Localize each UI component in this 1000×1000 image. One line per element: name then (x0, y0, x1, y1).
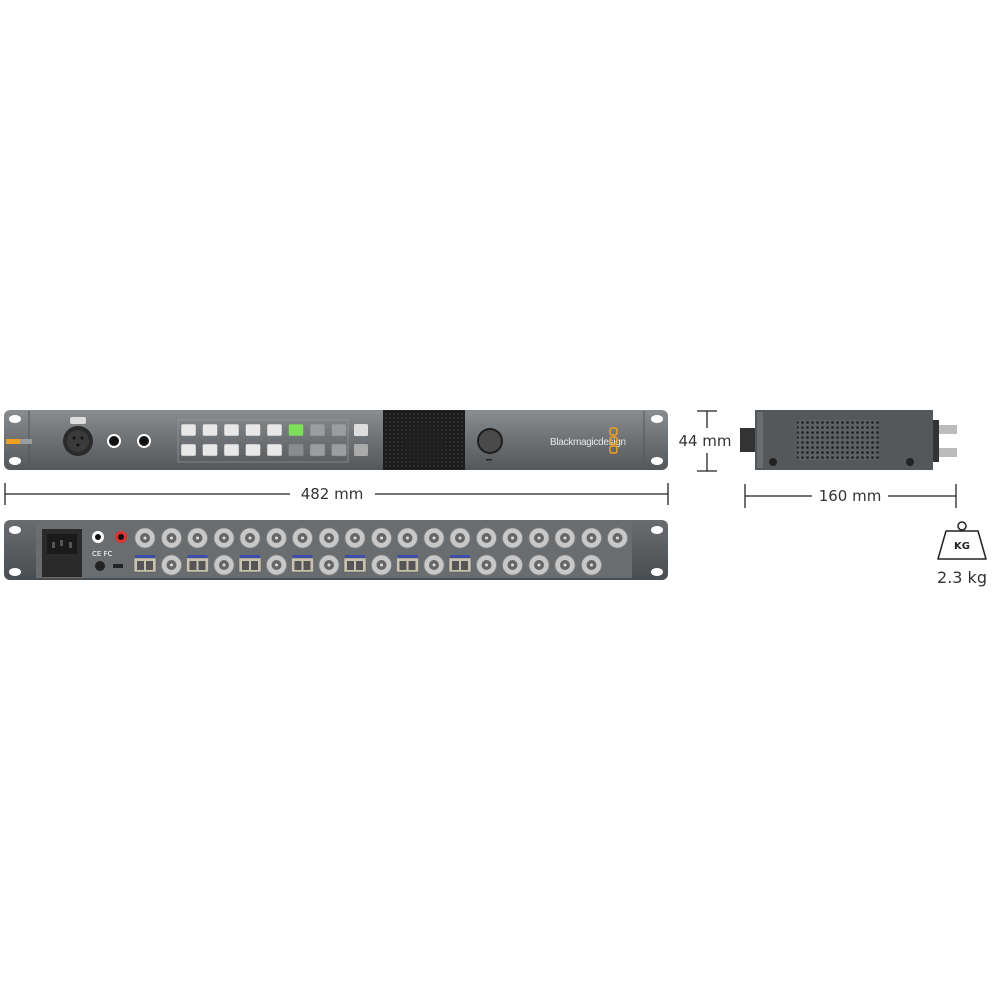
power-inlet (42, 529, 82, 577)
sfp-fiber-port (448, 555, 472, 573)
svg-text:CE FC: CE FC (92, 550, 113, 558)
panel-button[interactable] (288, 443, 304, 457)
width-label: 482 mm (301, 485, 364, 503)
panel-button[interactable] (354, 424, 368, 436)
width-dimension (4, 483, 669, 505)
rca-audio-out (92, 531, 104, 543)
sfp-fiber-port (238, 555, 262, 573)
weight-icon (937, 521, 987, 560)
bnc-connector (161, 554, 182, 576)
bnc-connector (554, 554, 576, 576)
side-view (740, 410, 957, 470)
sfp-fiber-port (396, 555, 419, 573)
sfp-fiber-port (186, 555, 209, 573)
panel-button[interactable] (331, 443, 347, 457)
bnc-connector (528, 554, 550, 576)
bnc-connector (581, 554, 602, 576)
model-label (6, 439, 20, 444)
bnc-connector (476, 554, 497, 576)
bnc-connector (423, 527, 445, 549)
xlr-input (63, 417, 93, 456)
bnc-connector (187, 527, 208, 549)
bnc-connector (134, 527, 156, 549)
bnc-connector (476, 527, 497, 549)
front-panel: Blackmagicdesign (4, 410, 668, 470)
connector-array (133, 527, 628, 576)
panel-button[interactable] (331, 423, 347, 437)
usb-port (113, 564, 123, 568)
panel-button[interactable] (180, 423, 197, 437)
rca-audio-out (115, 531, 127, 543)
brand-logo-text: Blackmagicdesign (550, 437, 626, 448)
bnc-connector (371, 527, 392, 549)
dc-power-input (95, 561, 105, 571)
panel-button[interactable] (202, 443, 218, 457)
bnc-connector (502, 527, 523, 549)
bnc-connector (344, 527, 366, 549)
height-label: 44 mm (678, 432, 731, 450)
sfp-fiber-port (291, 555, 314, 573)
bnc-connector (371, 554, 392, 576)
panel-button[interactable] (266, 443, 283, 457)
headphone-jack (107, 434, 121, 448)
panel-button[interactable] (266, 423, 283, 437)
panel-button[interactable] (223, 443, 240, 457)
panel-button[interactable] (202, 423, 218, 437)
panel-button[interactable] (354, 444, 368, 456)
bnc-connector (554, 527, 576, 549)
brand-logo-icon (609, 427, 618, 454)
bnc-connector (397, 527, 418, 549)
bnc-connector (266, 554, 287, 576)
depth-dimension (744, 484, 957, 508)
bnc-connector (528, 527, 550, 549)
bnc-connector (161, 527, 182, 549)
panel-button[interactable] (180, 443, 197, 457)
bnc-connector (239, 527, 261, 549)
bnc-connector (607, 527, 628, 549)
bnc-connector (423, 554, 445, 576)
bnc-connector (213, 554, 235, 576)
sfp-fiber-port (343, 555, 367, 573)
bnc-connector (449, 527, 471, 549)
headphone-jack (137, 434, 151, 448)
panel-button[interactable] (309, 443, 326, 457)
button-grid (180, 423, 368, 457)
bnc-connector (266, 527, 287, 549)
bnc-connector (213, 527, 235, 549)
bnc-connector (318, 554, 340, 576)
panel-button[interactable] (288, 423, 304, 437)
weight-icon-label: KG (954, 541, 970, 552)
weight-label: 2.3 kg (937, 568, 987, 587)
bnc-connector (502, 554, 523, 576)
bnc-connector (292, 527, 313, 549)
bnc-connector (318, 527, 340, 549)
panel-button[interactable] (223, 423, 240, 437)
height-dimension (697, 410, 717, 472)
rear-panel: CE FC (4, 520, 668, 580)
bnc-connector (581, 527, 602, 549)
sfp-fiber-port (133, 555, 157, 573)
depth-label: 160 mm (819, 487, 882, 505)
panel-button[interactable] (309, 423, 326, 437)
panel-button[interactable] (245, 423, 261, 437)
panel-button[interactable] (245, 443, 261, 457)
